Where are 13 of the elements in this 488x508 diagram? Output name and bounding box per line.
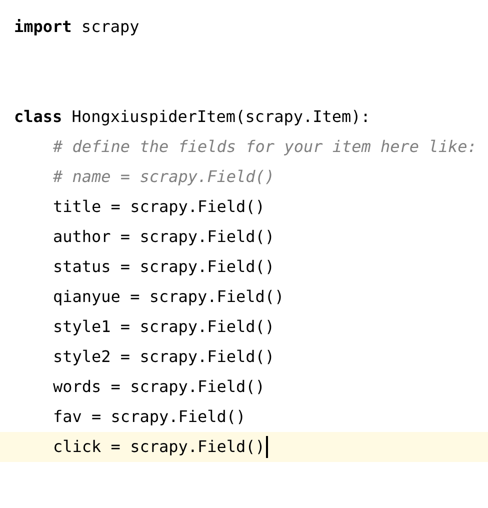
code-line: fav = scrapy.Field() [53,407,246,427]
code-line: import scrapy [14,17,140,37]
code-line: author = scrapy.Field() [53,227,275,247]
code-line: click = scrapy.Field() [53,437,265,457]
code-line: class HongxiuspiderItem(scrapy.Item): [14,107,370,127]
code-line: style2 = scrapy.Field() [53,347,275,367]
code-comment: # define the fields for your item here like: [53,137,477,157]
code-line: status = scrapy.Field() [53,257,275,277]
code-line: style1 = scrapy.Field() [53,317,275,337]
code-comment: # name = scrapy.Field() [53,167,275,187]
code-line: words = scrapy.Field() [53,377,265,397]
code-line: title = scrapy.Field() [53,197,265,217]
code-line: qianyue = scrapy.Field() [53,287,284,307]
